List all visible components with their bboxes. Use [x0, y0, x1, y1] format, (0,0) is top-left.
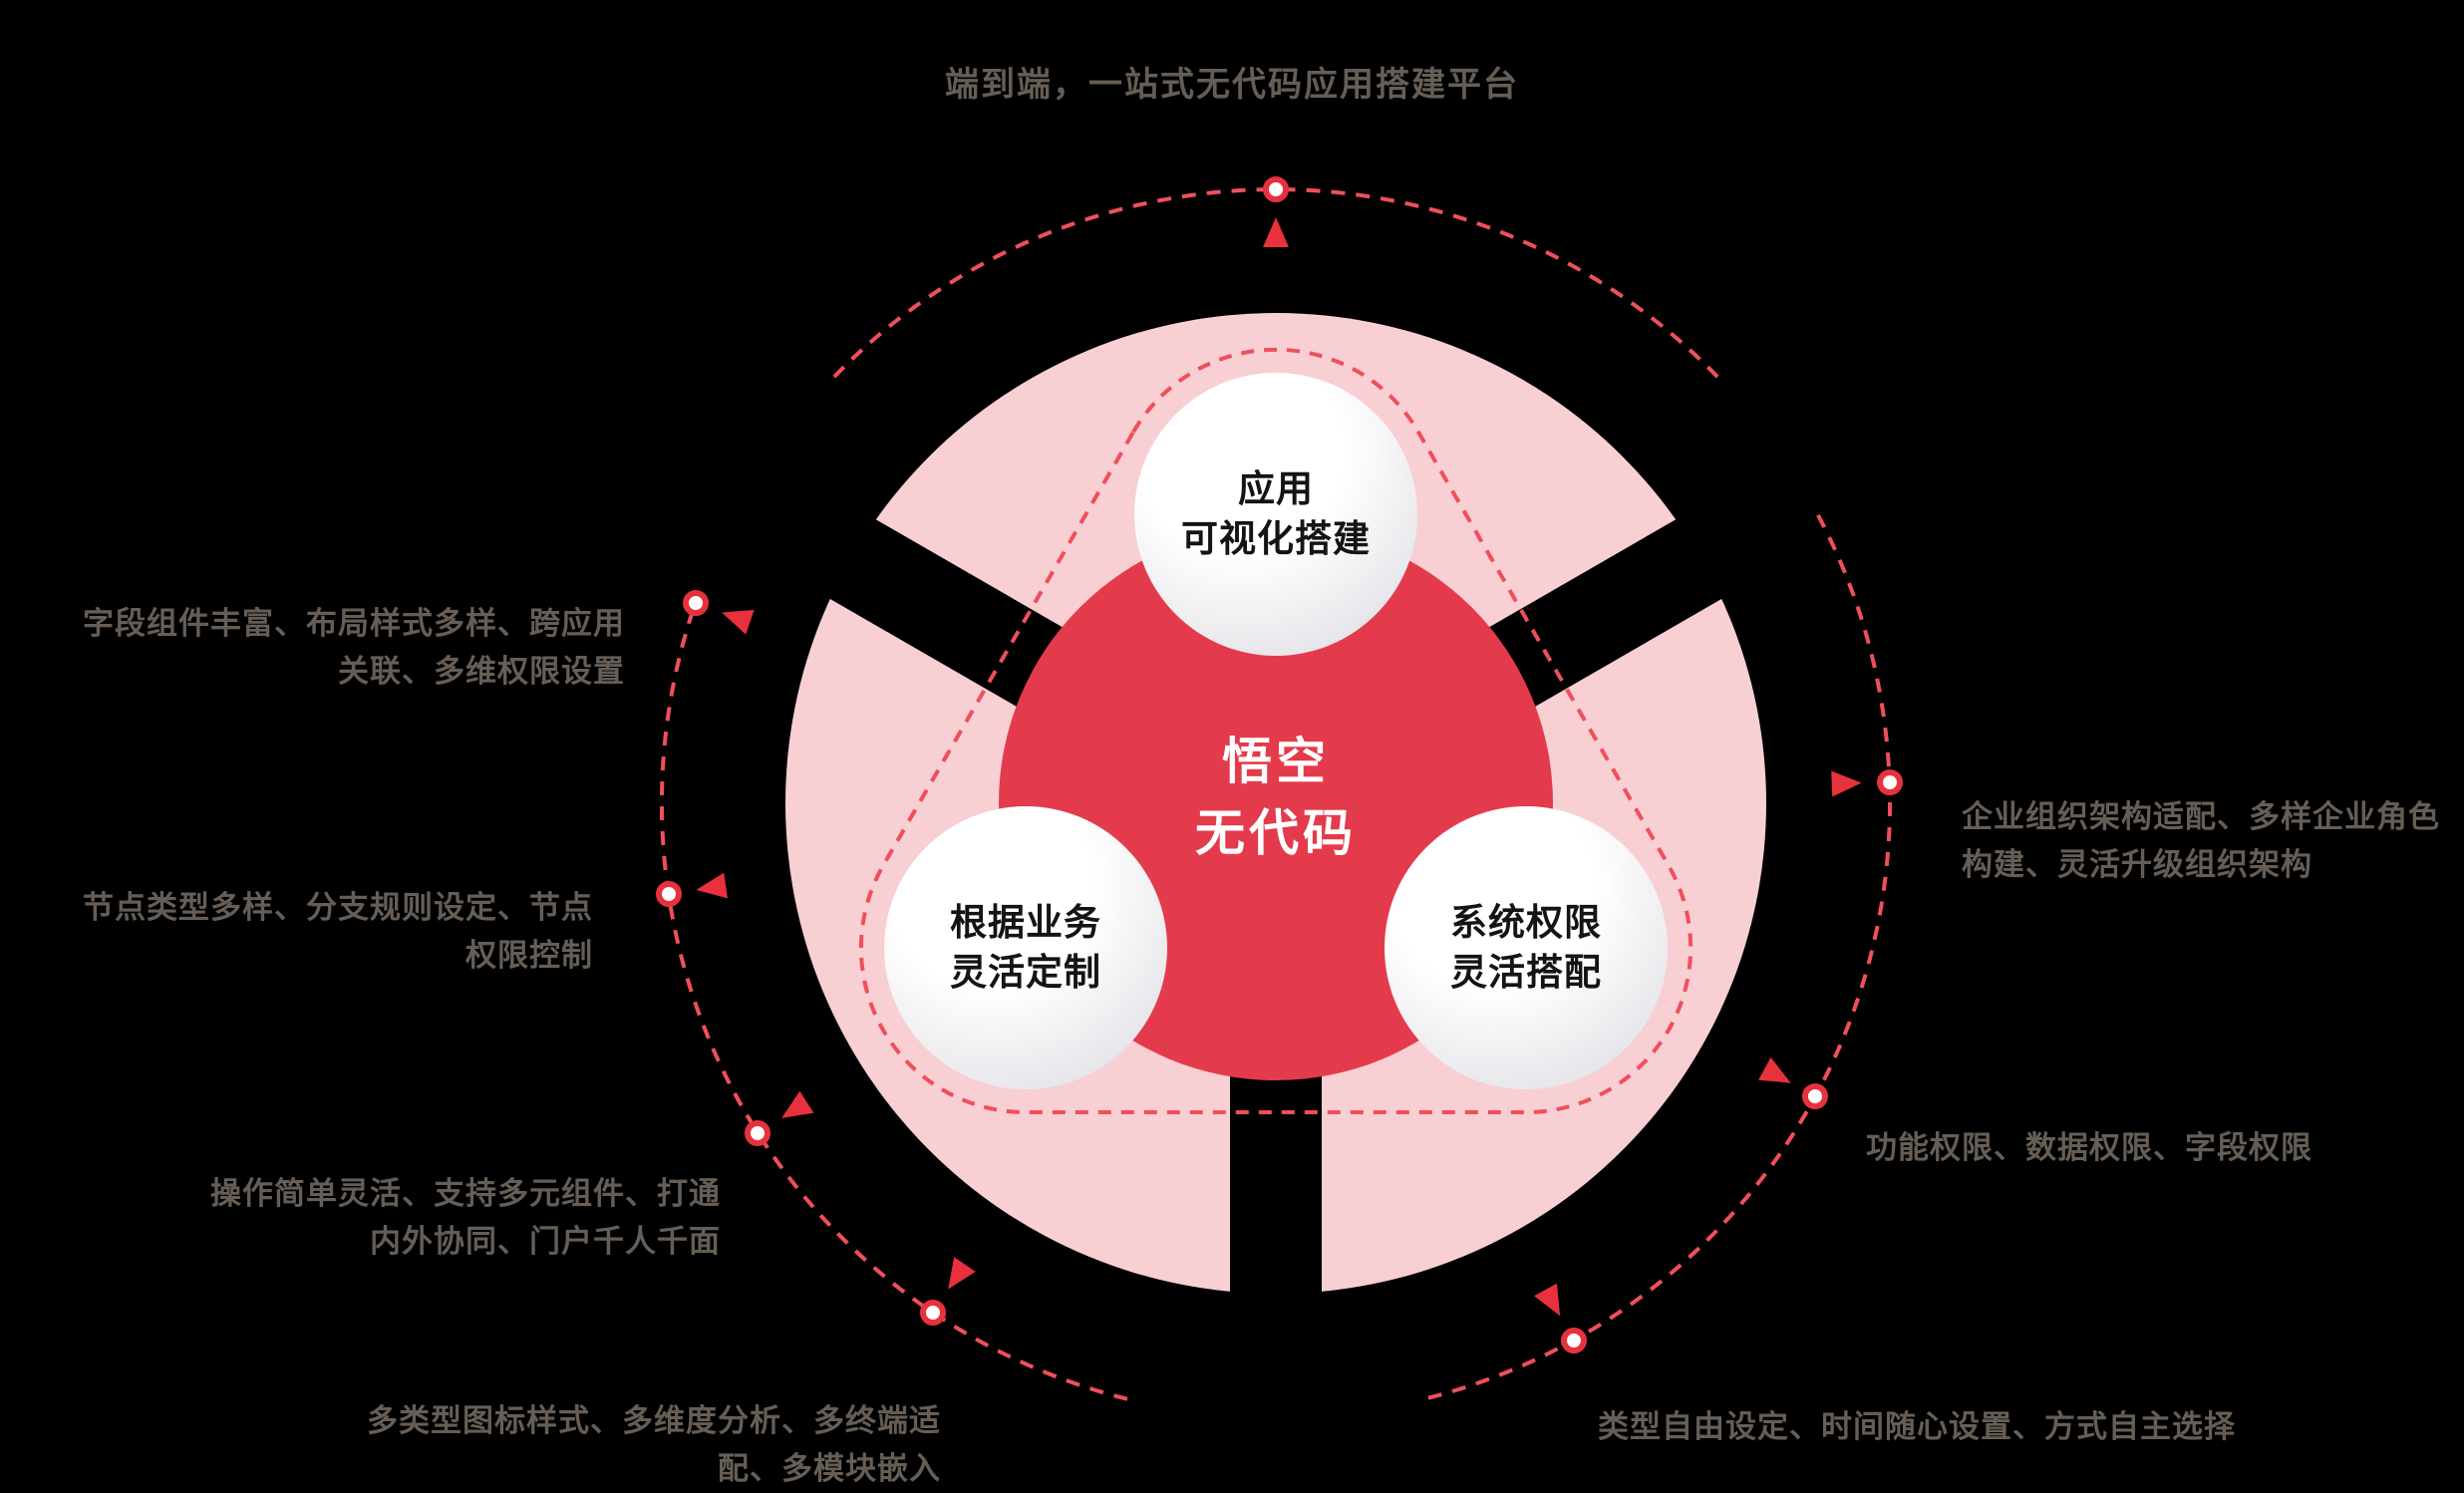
arrow-icon — [781, 1090, 814, 1118]
outer-dashed-arc-top — [832, 187, 1719, 379]
sector-divider-bar-upleft — [713, 451, 1083, 719]
arrow-icon — [1758, 1056, 1791, 1083]
annotation-left-top: 字段组件丰富、布局样式多样、跨应用 关联、多维权限设置 — [83, 606, 625, 689]
sector-divider-bar-upright — [1468, 451, 1839, 719]
arrow-icon — [1534, 1283, 1561, 1317]
ring-dot — [745, 1120, 770, 1146]
arrow-markers — [696, 217, 1862, 1317]
ring-dot — [1802, 1083, 1828, 1109]
sector-divider-bar-down — [1230, 1052, 1322, 1426]
annotation-left-middle: 节点类型多样、分支规则设定、节点 权限控制 — [83, 890, 593, 973]
annotation-right-middle: 功能权限、数据权限、字段权限 — [1866, 1130, 2312, 1165]
ring-dot — [920, 1300, 946, 1326]
arrow-icon — [1831, 770, 1862, 797]
ring-dot — [1561, 1328, 1587, 1353]
ring-dots — [656, 176, 1903, 1353]
node-circle-left — [884, 806, 1167, 1089]
inner-dashed-triangle — [858, 347, 1694, 1114]
arrow-icon — [1263, 217, 1289, 247]
core-label: 悟空 无代码 — [1195, 734, 1357, 861]
outer-dashed-arc-left — [660, 592, 1128, 1401]
sector-divider-bars — [713, 451, 1839, 1426]
page-title: 端到端，一站式无代码应用搭建平台 — [945, 66, 1519, 104]
node-label-app-visual-build: 应用 可视化搭建 — [1181, 468, 1371, 559]
annotation-bottom-left: 多类型图标样式、多维度分析、多终端适 配、多模块嵌入 — [367, 1403, 941, 1486]
annotation-left-bottom: 操作简单灵活、支持多元组件、打通 内外协同、门户千人千面 — [210, 1176, 721, 1259]
outer-dashed-arc-right — [1423, 513, 1892, 1401]
node-circle-right — [1385, 806, 1668, 1089]
arrow-icon — [722, 610, 755, 635]
ring-dot — [1877, 769, 1903, 795]
annotation-right-top: 企业组织架构适配、多样企业角色 构建、灵活升级组织架构 — [1962, 799, 2440, 882]
node-label-system-permission: 系统权限 灵活搭配 — [1450, 902, 1602, 993]
arrow-icon — [948, 1257, 976, 1290]
ring-dot — [683, 590, 709, 616]
annotation-bottom-right: 类型自由设定、时间随心设置、方式自主选择 — [1598, 1409, 2236, 1444]
node-label-business-custom: 根据业务 灵活定制 — [950, 902, 1101, 993]
ring-dot — [656, 881, 682, 907]
ring-dot — [1263, 176, 1289, 202]
node-circle-top — [1134, 373, 1417, 656]
outer-dashed-ring — [660, 187, 1892, 1401]
arrow-icon — [696, 872, 728, 899]
